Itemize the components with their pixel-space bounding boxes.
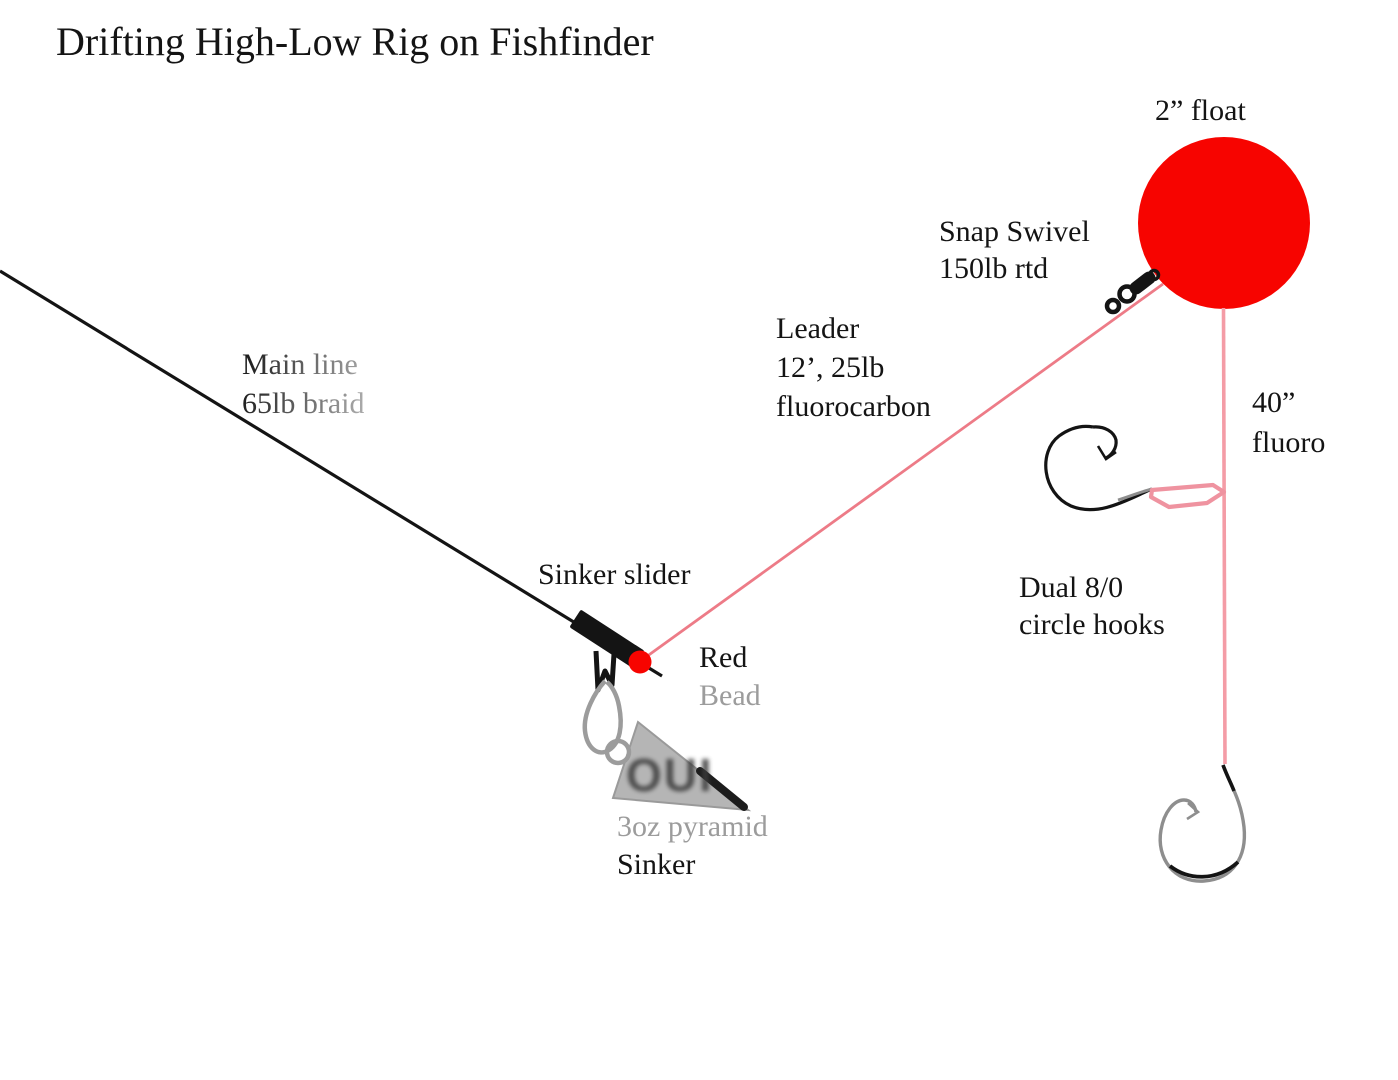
label-snap-swivel: Snap Swivel 150lb rtd — [939, 213, 1090, 287]
label-leader-line1: Leader — [776, 312, 860, 345]
label-snap-swivel-line2: 150lb rtd — [939, 252, 1049, 285]
label-leader-line2: 12’, 25lb — [776, 351, 885, 384]
watermark-text: OUI — [626, 749, 714, 801]
snap-swivel-icon — [1104, 268, 1161, 315]
pyramid-sinker-icon — [611, 720, 752, 812]
label-red-bead: Red Bead — [699, 639, 761, 715]
label-dual-hooks: Dual 8/0 circle hooks — [1019, 569, 1165, 643]
label-leader: Leader 12’, 25lb fluorocarbon — [776, 309, 931, 426]
slider-bail-icon — [593, 650, 617, 693]
label-pyramid-sinker-black: Sinker — [617, 848, 696, 881]
label-leader-line3: fluorocarbon — [776, 390, 931, 423]
leader-line — [645, 282, 1164, 659]
dropper-line — [1221, 307, 1227, 765]
label-pyramid-sinker-gray: 3oz pyramid — [617, 810, 768, 843]
label-sinker-slider: Sinker slider — [538, 558, 691, 591]
circle-hook-top-icon — [1044, 424, 1153, 512]
sinker-slider-icon — [570, 610, 644, 693]
label-right-dropper: 40” fluoro — [1252, 383, 1325, 463]
red-bead-icon — [628, 650, 652, 674]
label-dual-hooks-line2: circle hooks — [1019, 608, 1165, 641]
circle-hook-bottom-icon — [1158, 764, 1247, 883]
label-main-line: Main line 65lb braid — [242, 345, 364, 423]
label-main-line-line1: Main line — [242, 348, 358, 381]
label-right-dropper-line1: 40” — [1252, 386, 1296, 419]
main-line — [0, 269, 663, 678]
label-dual-hooks-line1: Dual 8/0 — [1019, 571, 1124, 604]
page-title: Drifting High-Low Rig on Fishfinder — [56, 19, 654, 64]
label-red-bead-line1: Red — [699, 641, 748, 674]
label-red-bead-line2: Bead — [699, 679, 761, 712]
label-float: 2” float — [1155, 94, 1246, 127]
snell-loop-icon — [1148, 482, 1227, 510]
sinker-snap-icon — [582, 679, 632, 766]
label-main-line-line2: 65lb braid — [242, 387, 365, 420]
label-snap-swivel-line1: Snap Swivel — [939, 215, 1090, 248]
float-icon — [1138, 137, 1310, 309]
label-right-dropper-line2: fluoro — [1252, 426, 1326, 459]
